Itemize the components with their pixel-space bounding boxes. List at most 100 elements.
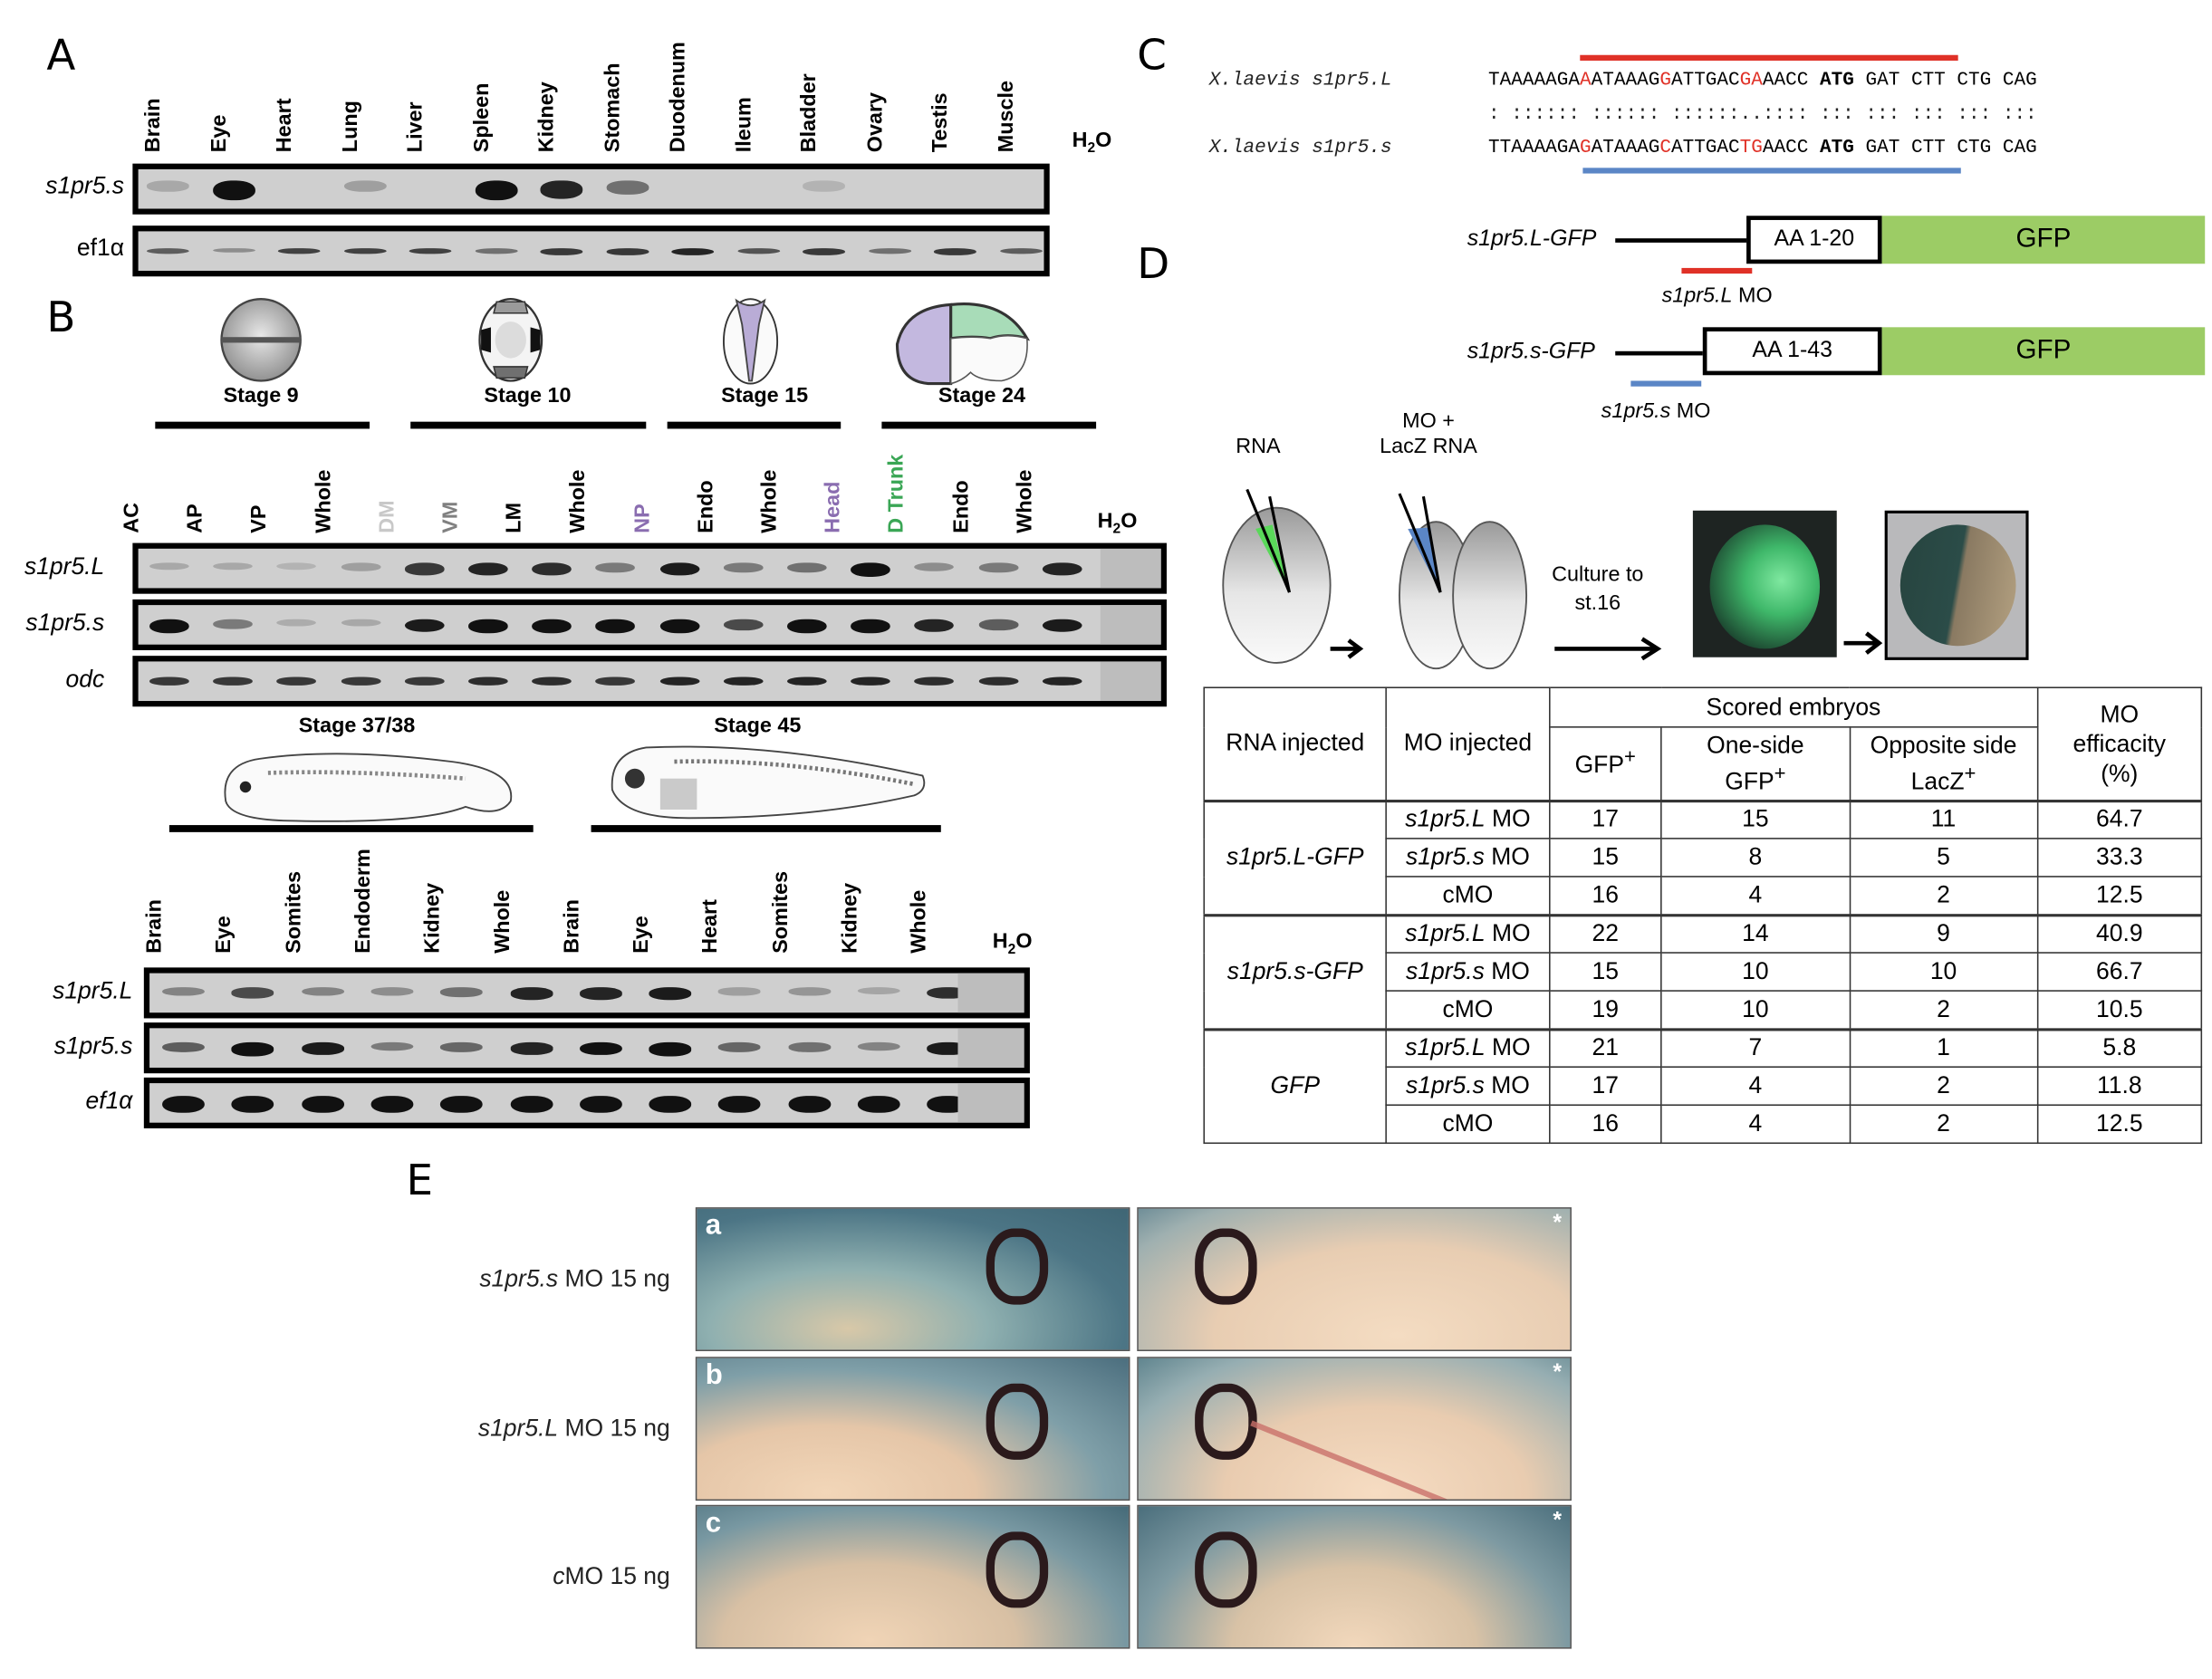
gel-band <box>510 987 553 1000</box>
gel-row-label: ef1α <box>76 234 125 262</box>
cell-opposite-lacz: 10 <box>1849 952 2039 992</box>
workflow-rna-label: RNA <box>1236 434 1281 459</box>
mo-suffix: MO <box>1485 1033 1531 1061</box>
gel-late-2 <box>143 1077 1030 1128</box>
lane-label: Stomach <box>600 62 625 153</box>
workflow-mo-line2: LacZ RNA <box>1380 434 1477 459</box>
lane-label: Kidney <box>534 82 559 153</box>
lane-label: NP <box>630 504 655 533</box>
panel-label-d: D <box>1137 239 1170 290</box>
s-mo-label: s1pr5.s MO <box>1601 399 1711 423</box>
gel-band <box>277 247 321 255</box>
lane-label: Somites <box>768 870 793 954</box>
s-mo-binding-bar <box>1630 380 1702 387</box>
cell-mo-efficacity: 40.9 <box>2036 914 2203 954</box>
gel-band <box>851 676 891 686</box>
sequence-segment: GAT CTT CTG CAG <box>1853 138 2037 159</box>
cell-gfp-positive: 16 <box>1548 876 1662 916</box>
lane-label: Whole <box>907 889 932 954</box>
gel-band <box>146 180 189 192</box>
asterisk-marker: * <box>1553 1509 1563 1533</box>
pronephric-duct <box>1250 1420 1488 1500</box>
gel-ef1a <box>132 225 1050 277</box>
gel-band <box>803 247 845 255</box>
lane-label: Endo <box>693 480 718 533</box>
contralateral-view-photo: * <box>1137 1504 1572 1649</box>
gel-band <box>736 247 780 254</box>
lane-label: H2O <box>992 929 1033 958</box>
gel-band <box>788 987 831 996</box>
gel-band <box>301 987 344 996</box>
lane-label: VM <box>438 501 463 533</box>
sequence-segment: AACC <box>1762 138 1820 159</box>
lane-label: Kidney <box>838 882 862 954</box>
gel-band <box>301 1041 344 1055</box>
lane-label: Heart <box>698 899 723 954</box>
th-eff-line2: efficacity <box>2073 730 2167 757</box>
stage-24-embryo-illustration <box>895 302 1031 386</box>
lane-label: Ovary <box>862 91 887 153</box>
mo-gene: s1pr5.s <box>1406 843 1485 870</box>
cell-rna-injected: s1pr5.L-GFP <box>1203 800 1388 916</box>
cell-mo-injected: s1pr5.L MO <box>1385 800 1551 840</box>
gel-band <box>649 1095 692 1113</box>
gel-band <box>213 676 254 686</box>
cell-mo-injected: cMO <box>1385 990 1551 1030</box>
gel-band <box>404 618 445 633</box>
construct-s-name: s1pr5.s-GFP <box>1467 340 1595 364</box>
lane-label: Lung <box>337 101 362 153</box>
gel-band <box>605 180 649 196</box>
gel-band <box>718 1095 762 1113</box>
condition-rest: MO 15 ng <box>558 1264 670 1292</box>
gel-band <box>149 561 189 571</box>
gel-band <box>276 676 317 686</box>
construct-s-utr-line <box>1615 350 1706 356</box>
gel-band <box>146 247 189 254</box>
cell-mo-efficacity: 12.5 <box>2036 1104 2203 1145</box>
lane-label: Ileum <box>731 97 755 153</box>
cell-mo-efficacity: 10.5 <box>2036 990 2203 1030</box>
gel-early-1 <box>132 599 1167 650</box>
mo-gene: s1pr5.L <box>1405 919 1486 947</box>
lane-label: Whole <box>490 889 515 954</box>
gel-band <box>723 561 764 572</box>
sequence-segment: GA <box>1739 70 1763 92</box>
lane-label: Kidney <box>420 882 445 954</box>
gel-band <box>532 561 572 576</box>
gel-band <box>595 676 636 686</box>
th-rna-injected: RNA injected <box>1203 686 1388 801</box>
mo-suffix: MO <box>1732 283 1773 308</box>
cell-gfp-positive: 15 <box>1548 838 1662 878</box>
pronephros-kidney <box>986 1531 1049 1608</box>
mo-gene: s1pr5.s <box>1406 1071 1485 1099</box>
gel-band <box>341 561 380 571</box>
cell-gfp-positive: 16 <box>1548 1104 1662 1145</box>
workflow-mo-line1: MO + <box>1402 408 1455 434</box>
gel-band <box>857 987 900 995</box>
sequence-segment: ATTGAC <box>1670 70 1740 92</box>
gel-band <box>659 618 699 634</box>
gel-row-label: s1pr5.L <box>53 977 133 1004</box>
stage-label: Stage 24 <box>938 383 1025 408</box>
cell-mo-injected: s1pr5.L MO <box>1385 1028 1551 1068</box>
stage-label: Stage 15 <box>721 383 809 408</box>
gel-band <box>649 987 692 1001</box>
mo-gene: s1pr5.L <box>1405 805 1486 833</box>
panel-label-b: B <box>46 293 76 343</box>
gel-band <box>343 180 386 193</box>
cell-opposite-lacz: 2 <box>1849 990 2039 1030</box>
mo-needle <box>1398 493 1442 593</box>
th-gfp-sup: + <box>1624 746 1636 770</box>
gel-band <box>149 618 189 634</box>
mo-gene: s1pr5.s <box>1406 957 1485 985</box>
one-cell-embryo <box>1222 506 1332 664</box>
gel-band <box>404 561 445 575</box>
gel-band <box>212 180 255 201</box>
row-condition-label: cMO 15 ng <box>409 1563 670 1591</box>
lane-label: DM <box>374 500 399 533</box>
gel-band <box>723 676 764 686</box>
stage-bar <box>410 421 647 429</box>
gel-band <box>605 247 649 255</box>
rna-needle <box>1245 488 1291 593</box>
